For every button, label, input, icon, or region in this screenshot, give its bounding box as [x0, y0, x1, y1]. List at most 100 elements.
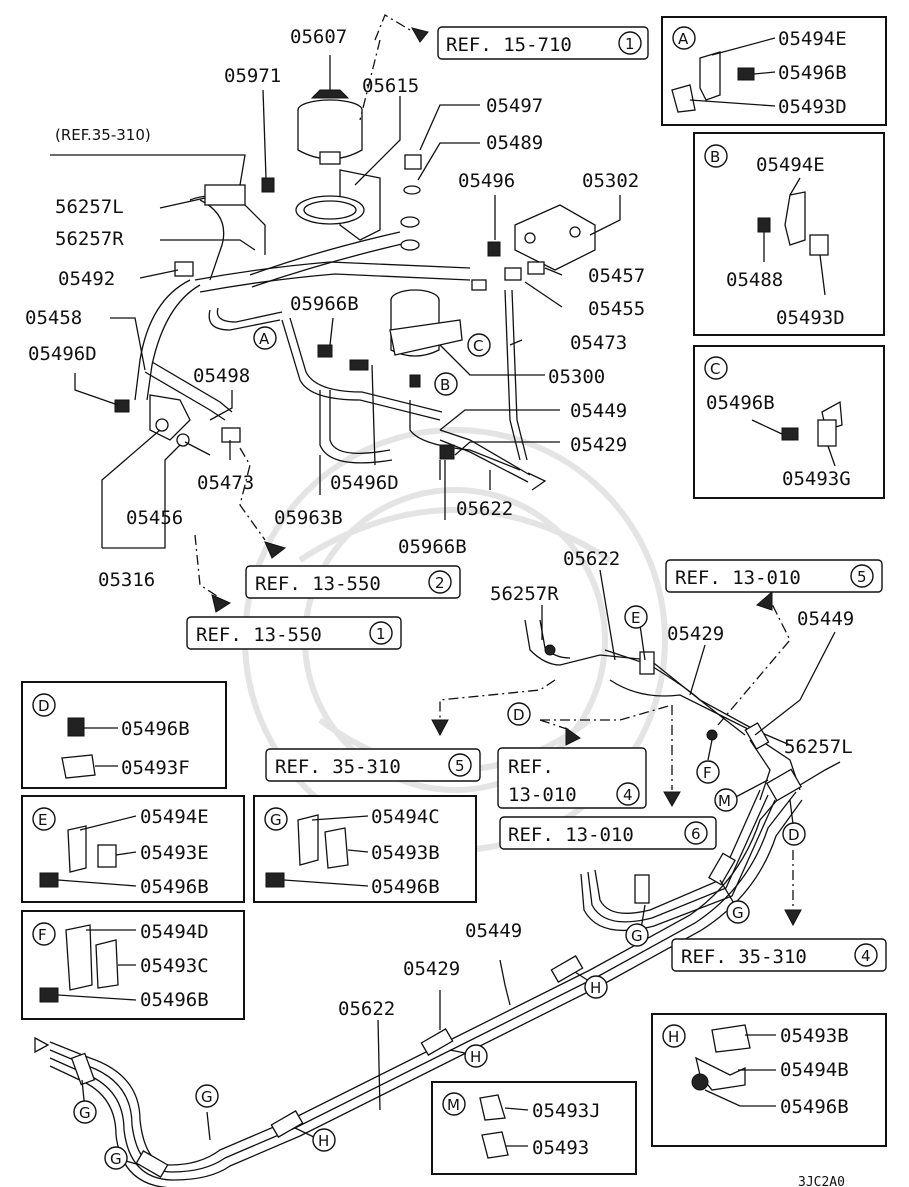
- svg-text:B: B: [440, 376, 450, 394]
- svg-text:H: H: [318, 1132, 329, 1150]
- svg-text:4: 4: [861, 947, 871, 965]
- label-05496D: 05496D: [28, 343, 97, 365]
- svg-text:F: F: [703, 764, 712, 782]
- svg-text:G: G: [732, 904, 744, 922]
- svg-text:05496B: 05496B: [371, 876, 440, 898]
- svg-text:F: F: [38, 926, 47, 944]
- label-05455: 05455: [588, 298, 645, 320]
- svg-text:1: 1: [625, 35, 635, 53]
- svg-text:H: H: [470, 1048, 481, 1066]
- label-05607: 05607: [290, 26, 347, 48]
- ref-13-550-1: REF. 13-550 1: [186, 616, 402, 650]
- svg-text:C: C: [710, 360, 720, 378]
- ref-13-550-2: REF. 13-550 2: [245, 565, 461, 599]
- ref-15-710: REF. 15-710 1: [437, 26, 649, 60]
- svg-text:05494C: 05494C: [371, 806, 440, 828]
- vacuum-pump-05300: [389, 289, 463, 357]
- svg-text:4: 4: [623, 786, 633, 804]
- detail-box-f: F 05494D 05493C 05496B: [21, 910, 245, 1020]
- svg-text:D: D: [38, 697, 50, 715]
- svg-text:05493F: 05493F: [121, 757, 190, 779]
- label-05615: 05615: [362, 75, 419, 97]
- label-05456: 05456: [126, 507, 183, 529]
- svg-text:H: H: [590, 979, 601, 997]
- ref-35-310-5: REF. 35-310 5: [265, 748, 481, 782]
- svg-text:REF. 13-550: REF. 13-550: [255, 573, 381, 595]
- lower-leaders: [81, 569, 841, 1166]
- svg-text:05494E: 05494E: [778, 28, 847, 50]
- label-05458: 05458: [25, 307, 82, 329]
- svg-text:E: E: [38, 811, 47, 829]
- svg-text:05496B: 05496B: [140, 989, 209, 1011]
- svg-text:13-010: 13-010: [508, 784, 577, 806]
- label-56257R: 56257R: [55, 228, 124, 250]
- detail-box-a: A 05494E 05496B 05493D: [661, 16, 887, 126]
- label-05622-c: 05622: [338, 998, 395, 1020]
- svg-text:05493D: 05493D: [778, 96, 847, 118]
- label-05449-b: 05449: [797, 608, 854, 630]
- small-parts: [114, 154, 545, 460]
- svg-text:05496B: 05496B: [706, 392, 775, 414]
- label-05429-c: 05429: [403, 958, 460, 980]
- detail-box-e: E 05494E 05493E 05496B: [21, 795, 245, 903]
- svg-text:05494B: 05494B: [780, 1059, 849, 1081]
- diagram-code: 3JC2A0: [798, 1175, 845, 1187]
- label-05622: 05622: [456, 498, 513, 520]
- svg-text:5: 5: [455, 757, 465, 775]
- svg-text:05493E: 05493E: [140, 842, 209, 864]
- svg-text:05493D: 05493D: [776, 307, 845, 329]
- svg-text:2: 2: [435, 574, 445, 592]
- ref-boxes: REF. 15-710 1 REF. 13-550 2 REF. 13-550 …: [186, 26, 887, 972]
- svg-text:G: G: [110, 1150, 122, 1168]
- svg-text:05493G: 05493G: [782, 468, 851, 490]
- svg-text:05496B: 05496B: [780, 1096, 849, 1118]
- label-05496: 05496: [458, 170, 515, 192]
- svg-text:REF. 15-710: REF. 15-710: [446, 34, 572, 56]
- svg-text:G: G: [270, 811, 282, 829]
- label-05429: 05429: [570, 434, 627, 456]
- bracket-05615: [295, 169, 381, 241]
- fuel-filter-05607: [297, 89, 363, 165]
- circle-letter-icon: A B C E D F M D G G H H H G G G: [73, 326, 806, 1170]
- label-05316: 05316: [98, 569, 155, 591]
- svg-text:C: C: [473, 337, 483, 355]
- label-05449-c: 05449: [465, 920, 522, 942]
- detail-box-m: M 05493J 05493: [431, 1081, 637, 1175]
- label-56257L-b: 56257L: [784, 736, 853, 758]
- part-labels: 05607 05971 05615 (REF.35-310) 05497 054…: [25, 26, 854, 1187]
- label-56257R-b: 56257R: [490, 583, 559, 605]
- label-05449: 05449: [570, 400, 627, 422]
- svg-text:E: E: [631, 609, 640, 627]
- svg-text:05496B: 05496B: [778, 62, 847, 84]
- bracket-05302: [514, 204, 596, 271]
- svg-text:B: B: [710, 148, 720, 166]
- label-05496D-2: 05496D: [330, 472, 399, 494]
- label-05971: 05971: [224, 65, 281, 87]
- ref-35-310-4: REF. 35-310 4: [671, 938, 887, 972]
- label-05429-b: 05429: [667, 623, 724, 645]
- detail-box-g: G 05494C 05493B 05496B: [253, 795, 477, 903]
- label-05966B-2: 05966B: [398, 536, 467, 558]
- arrow-up-icon: [756, 590, 773, 611]
- svg-text:A: A: [259, 330, 270, 348]
- detail-box-d: D 05496B 05493F: [21, 681, 227, 789]
- label-05492: 05492: [58, 268, 115, 290]
- svg-text:05493B: 05493B: [371, 842, 440, 864]
- svg-text:G: G: [201, 1088, 213, 1106]
- detail-box-h: H 05493B 05494B 05496B: [651, 1013, 887, 1147]
- svg-text:6: 6: [691, 825, 701, 843]
- label-05963B: 05963B: [274, 507, 343, 529]
- svg-text:REF. 35-310: REF. 35-310: [275, 756, 401, 778]
- label-05302: 05302: [582, 170, 639, 192]
- svg-text:05494D: 05494D: [140, 921, 209, 943]
- label-05473: 05473: [197, 472, 254, 494]
- svg-text:REF. 13-010: REF. 13-010: [508, 824, 634, 846]
- lower-clamps: [70, 644, 803, 1178]
- lower-pipes: [49, 619, 803, 1187]
- detail-box-c: C 05496B 05493G: [693, 345, 885, 499]
- svg-text:1: 1: [376, 625, 386, 643]
- svg-text:05493C: 05493C: [140, 955, 209, 977]
- svg-text:05493: 05493: [532, 1137, 589, 1159]
- svg-text:05496B: 05496B: [121, 718, 190, 740]
